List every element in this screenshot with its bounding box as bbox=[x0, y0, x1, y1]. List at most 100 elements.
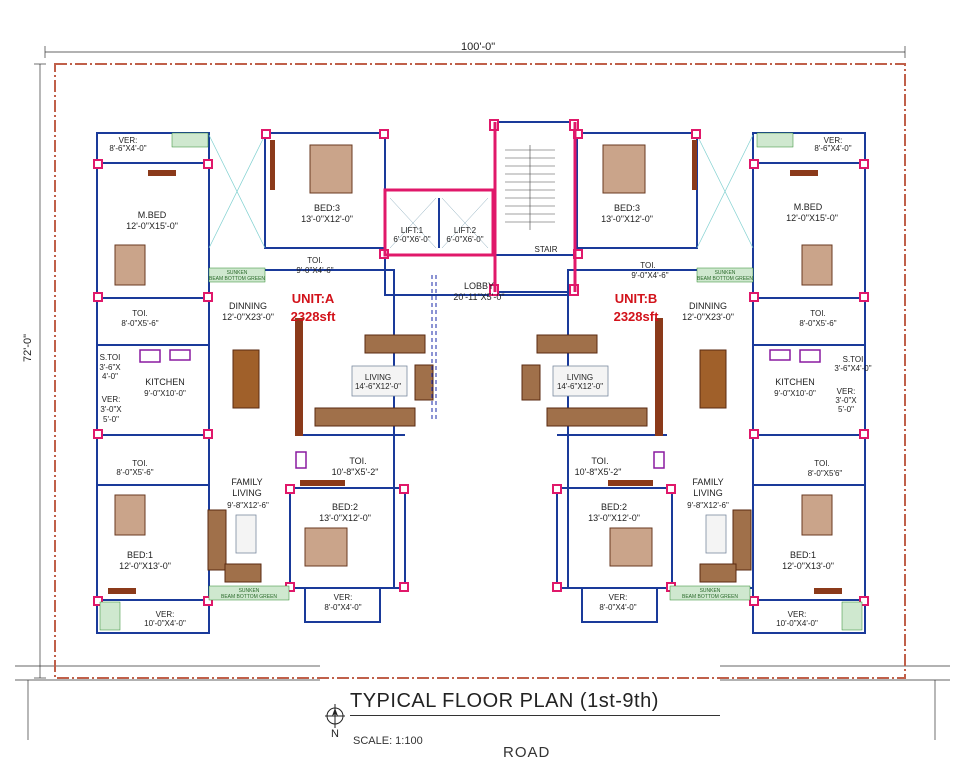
a-ver-kitchen-name: VER: bbox=[102, 395, 121, 404]
sofas bbox=[207, 334, 752, 583]
unit-b-walls bbox=[556, 132, 866, 634]
a-toi-bed1-size: 8'-0"X5'-6" bbox=[116, 468, 153, 477]
north-arrow-icon bbox=[325, 704, 345, 728]
b-ver-kitchen-name: VER: bbox=[837, 387, 856, 396]
a-toi-mbed-size: 8'-0"X5'-6" bbox=[121, 319, 158, 328]
b-kitchen-name: KITCHEN bbox=[775, 377, 815, 387]
a-toi-bed2-size: 10'-8"X5'-2" bbox=[332, 467, 379, 477]
a-ver-bottom-size: 10'-0"X4'-0" bbox=[144, 619, 186, 628]
lift1-size: 6'-0"X6'-0" bbox=[393, 235, 430, 244]
a-stoi-name: S.TOI bbox=[100, 353, 121, 362]
b-bed2-name: BED:2 bbox=[601, 502, 627, 512]
core-walls bbox=[384, 121, 576, 296]
a-bed3-size: 13'-0"X12'-0" bbox=[301, 214, 353, 224]
b-toi-mbed-size: 8'-0"X5'-6" bbox=[799, 319, 836, 328]
b-dinning-size: 12'-0"X23'-0" bbox=[682, 312, 734, 322]
b-ver-top-name: VER: bbox=[824, 136, 843, 145]
lift1-name: LIFT:1 bbox=[401, 226, 424, 235]
a-dinning-size: 12'-0"X23'-0" bbox=[222, 312, 274, 322]
a-ver-bottom-name: VER: bbox=[156, 610, 175, 619]
columns bbox=[93, 119, 869, 606]
b-mbed-name: M.BED bbox=[794, 202, 823, 212]
b-toi-mbed-name: TOI. bbox=[810, 309, 825, 318]
a-ver-kitchen-size1: 3'-0"X bbox=[100, 405, 122, 414]
a-family-size: 9'-8"X12'-6" bbox=[227, 501, 269, 510]
a-bed1-name: BED:1 bbox=[127, 550, 153, 560]
b-unit-area: 2328sft bbox=[614, 309, 659, 324]
lobby-size: 20'-11"X5'-0" bbox=[453, 292, 504, 302]
a-mbed-size: 12'-0"X15'-0" bbox=[126, 221, 178, 231]
b-family-name1: FAMILY bbox=[692, 477, 723, 487]
b-living-size: 14'-6"X12'-0" bbox=[557, 382, 603, 391]
a-living-name: LIVING bbox=[365, 373, 391, 382]
stair-label: STAIR bbox=[535, 245, 558, 254]
a-mbed-name: M.BED bbox=[138, 210, 167, 220]
north-label: N bbox=[331, 728, 339, 740]
a-toi-bed3-name: TOI. bbox=[307, 256, 322, 265]
a-family-name1: FAMILY bbox=[231, 477, 262, 487]
plot-boundary bbox=[54, 63, 906, 679]
a-toi-bed2-name: TOI. bbox=[349, 456, 366, 466]
a-toi-mbed-name: TOI. bbox=[132, 309, 147, 318]
a-sunken-bottom-2: BEAM BOTTOM GREEN bbox=[221, 594, 277, 600]
b-toi-bed1-size: 8'-0"X5'6" bbox=[808, 469, 843, 478]
lift2-name: LIFT:2 bbox=[454, 226, 477, 235]
a-sunken-top-2: BEAM BOTTOM GREEN bbox=[209, 276, 265, 282]
lobby-name: LOBBY bbox=[464, 281, 494, 291]
a-living-size: 14'-6"X12'-0" bbox=[355, 382, 401, 391]
b-stoi-size: 3'-6"X4'-0" bbox=[834, 364, 871, 373]
b-family-size: 9'-8"X12'-6" bbox=[687, 501, 729, 510]
a-ver-top-size: 8'-6"X4'-0" bbox=[109, 144, 146, 153]
b-toi-bed1-name: TOI. bbox=[814, 459, 829, 468]
dimension-lines bbox=[15, 46, 950, 740]
plan-title: TYPICAL FLOOR PLAN (1st-9th) bbox=[350, 690, 720, 716]
a-stoi-size1: 3'-6"X bbox=[99, 363, 121, 372]
b-stoi-name: S.TOI bbox=[843, 355, 864, 364]
b-ver-bottom-name: VER: bbox=[788, 610, 807, 619]
a-ver-bed2-size: 8'-0"X4'-0" bbox=[324, 603, 361, 612]
b-unit-name: UNIT:B bbox=[615, 291, 658, 306]
wood-panels bbox=[108, 140, 842, 594]
b-ver-kitchen-size2: 5'-0" bbox=[838, 405, 854, 414]
a-kitchen-size: 9'-0"X10'-0" bbox=[144, 389, 186, 398]
a-unit-name: UNIT:A bbox=[292, 291, 335, 306]
b-bed1-size: 12'-0"X13'-0" bbox=[782, 561, 834, 571]
lift2-size: 6'-0"X6'-0" bbox=[446, 235, 483, 244]
a-bed2-name: BED:2 bbox=[332, 502, 358, 512]
b-mbed-size: 12'-0"X15'-0" bbox=[786, 213, 838, 223]
a-family-name2: LIVING bbox=[232, 488, 262, 498]
a-bed3-name: BED:3 bbox=[314, 203, 340, 213]
b-ver-bottom-size: 10'-0"X4'-0" bbox=[776, 619, 818, 628]
a-ver-bed2-name: VER: bbox=[334, 593, 353, 602]
b-dinning-name: DINNING bbox=[689, 301, 727, 311]
b-sunken-bottom-1: SUNKEN bbox=[700, 588, 721, 594]
plan-scale: SCALE: 1:100 bbox=[353, 735, 423, 747]
b-bed3-size: 13'-0"X12'-0" bbox=[601, 214, 653, 224]
a-bed1-size: 12'-0"X13'-0" bbox=[119, 561, 171, 571]
a-toi-bed3-size: 9'-0"X4'-6" bbox=[296, 266, 333, 275]
b-toi-bed2-size: 10'-8"X5'-2" bbox=[575, 467, 622, 477]
b-bed2-size: 13'-0"X12'-0" bbox=[588, 513, 640, 523]
b-ver-top-size: 8'-6"X4'-0" bbox=[814, 144, 851, 153]
a-sunken-bottom-1: SUNKEN bbox=[239, 588, 260, 594]
beds bbox=[114, 144, 833, 567]
stair-treads bbox=[505, 145, 555, 230]
b-family-name2: LIVING bbox=[693, 488, 723, 498]
b-ver-bed2-size: 8'-0"X4'-0" bbox=[599, 603, 636, 612]
a-ver-top-name: VER: bbox=[119, 136, 138, 145]
b-ver-kitchen-size1: 3'-0"X bbox=[835, 396, 857, 405]
b-toi-bed2-name: TOI. bbox=[591, 456, 608, 466]
a-kitchen-name: KITCHEN bbox=[145, 377, 185, 387]
b-toi-bed3-name: TOI. bbox=[640, 261, 655, 270]
b-sunken-top-2: BEAM BOTTOM GREEN bbox=[697, 276, 753, 282]
road-label: ROAD bbox=[503, 744, 551, 761]
width-dimension: 100'-0" bbox=[461, 41, 496, 53]
b-bed3-name: BED:3 bbox=[614, 203, 640, 213]
a-unit-area: 2328sft bbox=[291, 309, 336, 324]
b-living-name: LIVING bbox=[567, 373, 593, 382]
a-stoi-size2: 4'-0" bbox=[102, 372, 118, 381]
a-toi-bed1-name: TOI. bbox=[132, 459, 147, 468]
dining-tables bbox=[232, 349, 727, 409]
a-sunken-top-1: SUNKEN bbox=[227, 270, 248, 276]
